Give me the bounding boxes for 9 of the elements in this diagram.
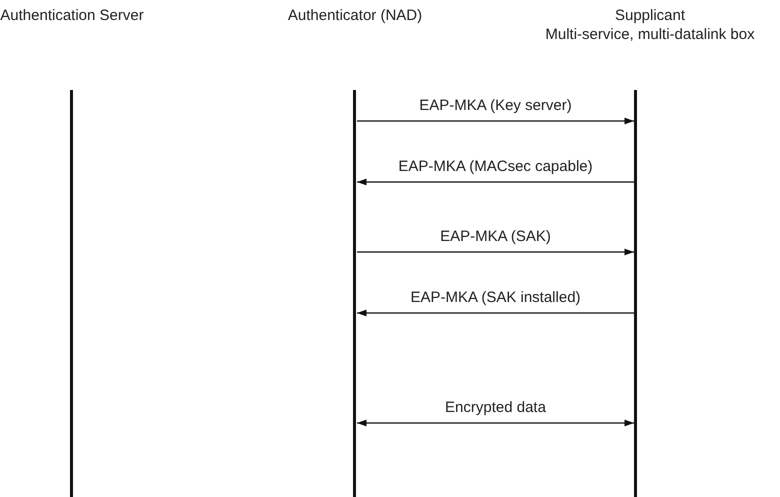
participant-description: Multi-service, multi-datalink box (544, 25, 756, 44)
message-arrow (357, 118, 634, 124)
message-arrow (357, 248, 634, 256)
message-arrow (357, 310, 634, 316)
message-arrow (357, 420, 634, 426)
message-arrow (357, 178, 634, 186)
participant-name: Supplicant (614, 6, 686, 25)
participant-name: Authentication Server (0, 6, 145, 25)
participant-name: Authenticator (NAD) (286, 6, 424, 25)
